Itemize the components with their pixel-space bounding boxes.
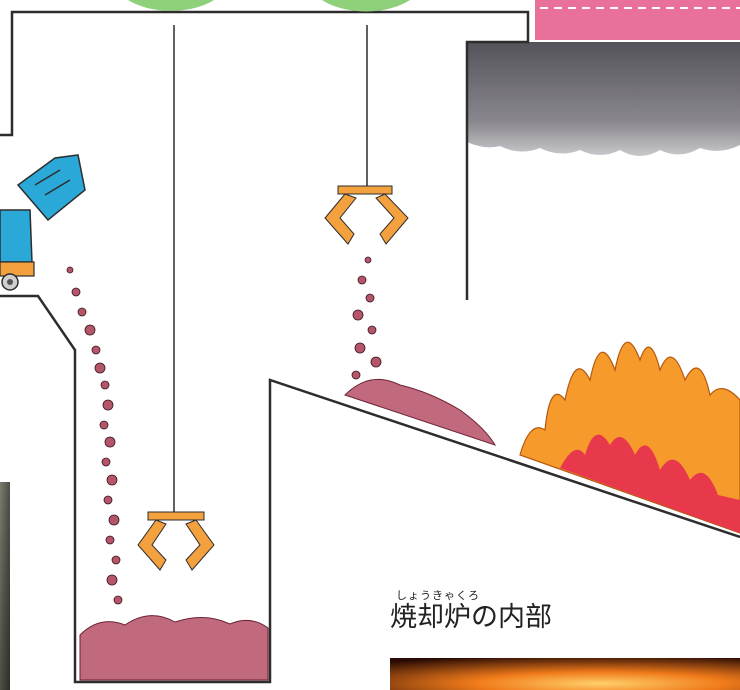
garbage-pile xyxy=(80,616,268,680)
pink-band xyxy=(535,0,740,40)
garbage-stream-right xyxy=(352,257,381,379)
flame-icon xyxy=(520,342,740,533)
caption: しょうきゃくろ 焼却炉の内部 xyxy=(390,590,552,634)
caption-title: 焼却炉の内部 xyxy=(390,602,552,634)
caption-furigana: しょうきゃくろ xyxy=(396,590,552,602)
crane-claw-icon xyxy=(325,186,408,244)
crane-claw-icon xyxy=(138,512,214,570)
crane-top-left xyxy=(128,0,214,11)
smoke-cloud xyxy=(467,42,740,156)
photo-left xyxy=(0,482,10,690)
fire-photo xyxy=(390,658,740,690)
crane-top-right xyxy=(322,0,410,11)
